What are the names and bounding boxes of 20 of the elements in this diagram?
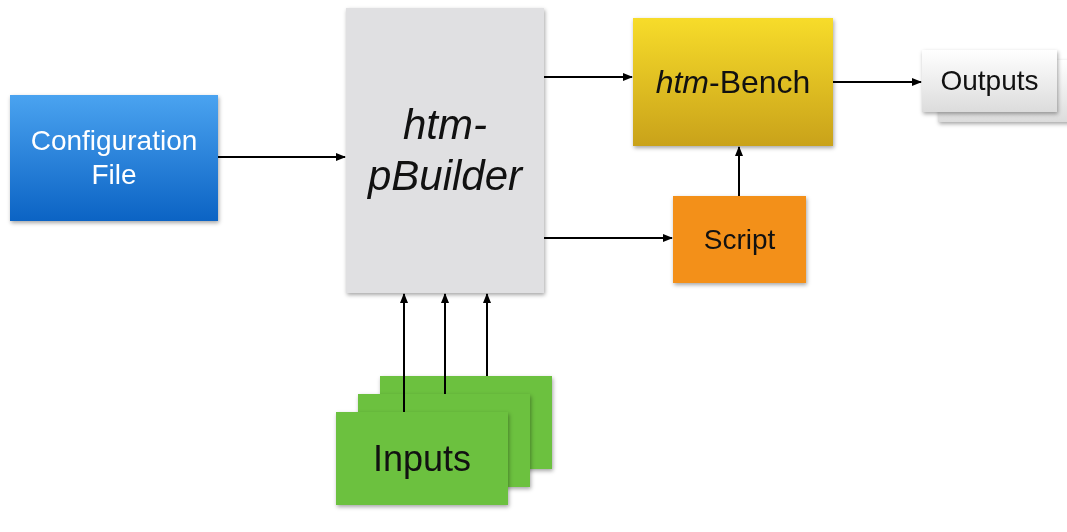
arrow bbox=[735, 146, 743, 197]
process-box bbox=[673, 196, 806, 283]
process-box bbox=[346, 8, 544, 293]
arrow bbox=[483, 293, 491, 377]
arrow bbox=[217, 153, 346, 161]
arrow bbox=[543, 73, 633, 81]
stacked-cards bbox=[922, 50, 1067, 122]
node-label: Inputs bbox=[371, 436, 473, 481]
node-label: Configuration File bbox=[29, 124, 199, 192]
arrow bbox=[400, 293, 408, 413]
node-label: htm-pBuilder bbox=[366, 100, 525, 201]
arrow bbox=[543, 234, 673, 242]
node-label: Outputs bbox=[939, 64, 1040, 98]
stacked-cards bbox=[336, 376, 552, 505]
process-box bbox=[633, 18, 833, 146]
arrow bbox=[832, 78, 922, 86]
node-label: htm-Bench bbox=[654, 62, 812, 102]
node-label: Script bbox=[702, 222, 777, 257]
process-box bbox=[10, 95, 218, 221]
arrow bbox=[441, 293, 449, 395]
